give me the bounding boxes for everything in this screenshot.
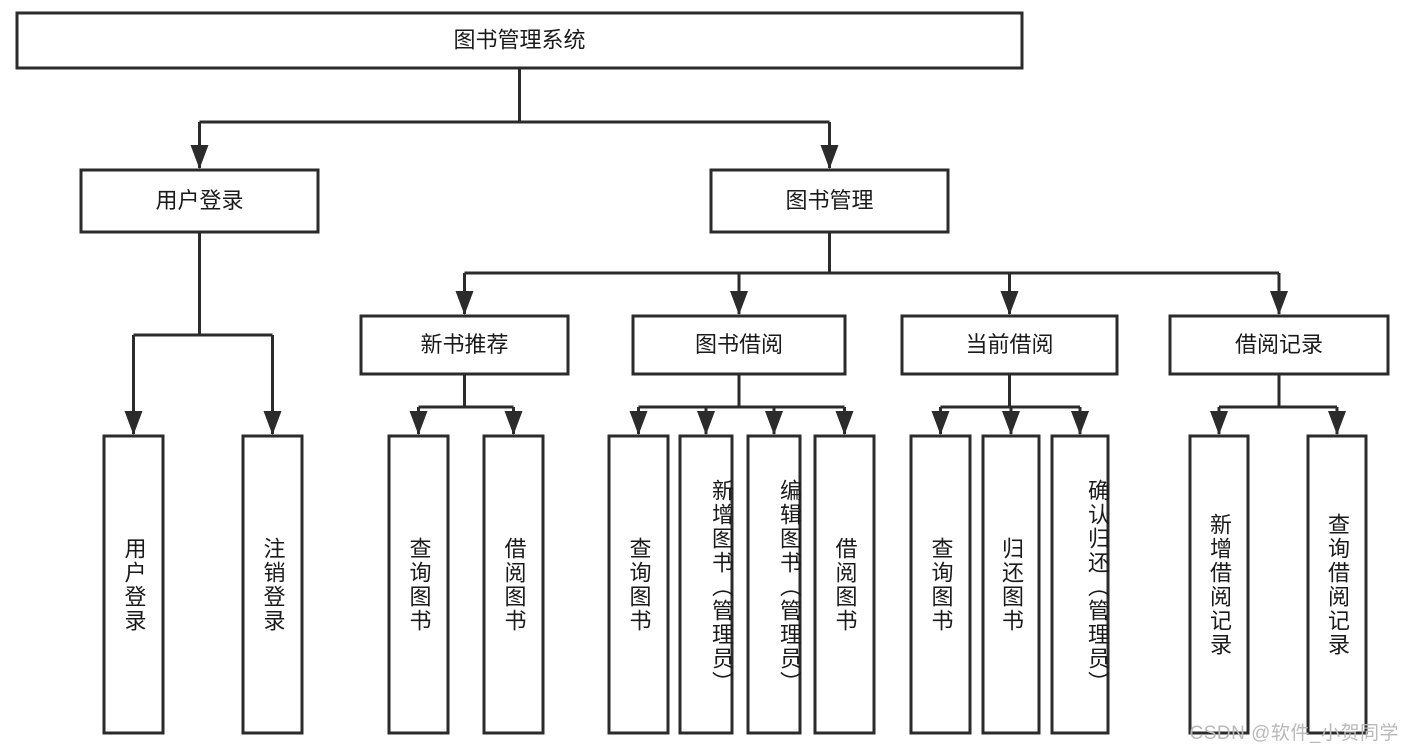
leaf-node-box[interactable] [746,434,802,735]
leaf-node-box[interactable] [241,434,304,735]
leaf-node-box[interactable] [909,434,972,735]
leaf-node-box[interactable] [1188,434,1250,735]
level1-node-box[interactable] [709,168,950,234]
arrow-head-icon [1328,411,1346,435]
arrow-head-icon [263,411,282,435]
arrow-head-icon [190,145,209,169]
level2-node-label: 新书推荐 [420,332,508,357]
arrow-head-icon [1071,411,1089,435]
level2-node-label: 图书借阅 [695,332,783,357]
arrow-head-icon [931,411,950,435]
connector-layer [124,68,1346,435]
level1-node-box[interactable] [79,168,320,234]
leaf-node-box[interactable] [1050,434,1110,735]
arrow-head-icon [1270,291,1288,315]
box-layer [15,11,1390,735]
arrow-head-icon [409,411,428,435]
level2-node-box[interactable] [631,314,847,376]
level2-node-box[interactable] [359,314,570,376]
level1-node-label: 图书管理 [785,188,873,213]
leaf-node-box[interactable] [482,434,545,735]
arrow-head-icon [1210,411,1228,435]
leaf-node-box[interactable] [1306,434,1368,735]
leaf-node-box[interactable] [387,434,450,735]
level2-node-box[interactable] [1168,314,1390,376]
watermark-text: CSDN @软件_小贺同学 [1189,723,1399,744]
arrow-head-icon [820,145,839,169]
arrow-head-icon [455,291,474,315]
arrow-head-icon [835,411,854,435]
level1-node-label: 用户登录 [155,188,243,213]
leaf-node-box[interactable] [678,434,734,735]
level2-node-label: 借阅记录 [1235,332,1323,357]
arrow-head-icon [629,411,648,435]
arrow-head-icon [730,291,748,315]
level2-node-box[interactable] [900,314,1119,376]
leaf-node-box[interactable] [102,434,165,735]
arrow-head-icon [124,411,143,435]
leaf-node-box[interactable] [813,434,876,735]
arrow-head-icon [504,411,523,435]
level2-node-label: 当前借阅 [965,332,1053,357]
root-node-box[interactable] [15,11,1024,70]
root-node-label: 图书管理系统 [453,27,585,52]
arrow-head-icon [765,411,783,435]
leaf-node-box[interactable] [607,434,670,735]
arrow-head-icon [1002,411,1020,435]
arrow-head-icon [697,411,715,435]
arrow-head-icon [1000,291,1019,315]
leaf-node-box[interactable] [981,434,1041,735]
